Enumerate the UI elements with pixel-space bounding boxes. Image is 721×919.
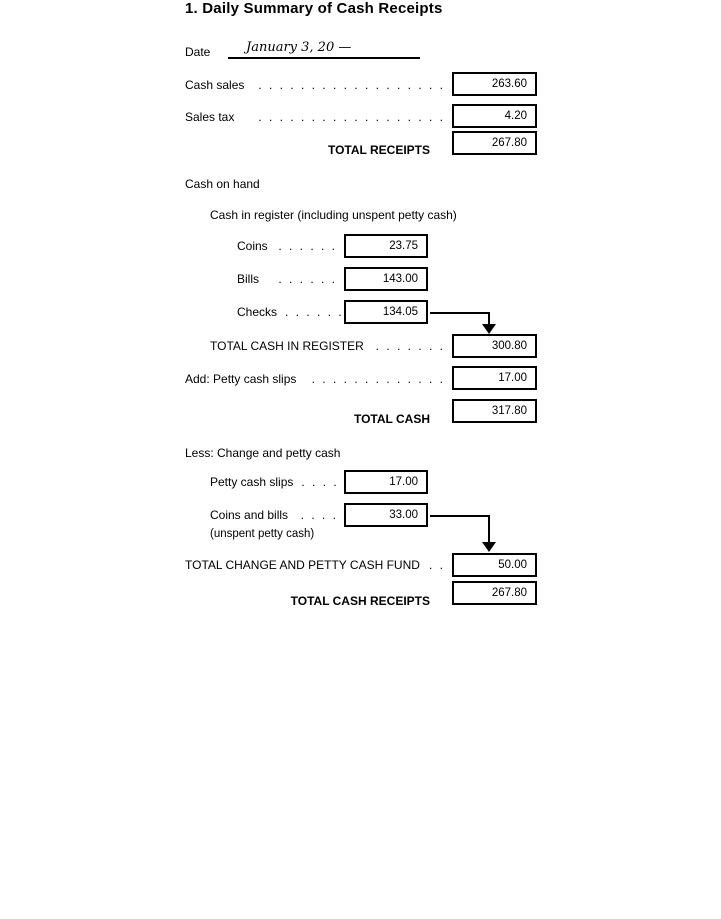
coins-value: 23.75 — [389, 240, 418, 252]
date-underline: January 3, 20 — — [228, 38, 420, 59]
less-change-heading: Less: Change and petty cash — [185, 446, 341, 460]
bills-value-box: 143.00 — [344, 267, 428, 291]
form-title: 1. Daily Summary of Cash Receipts — [185, 0, 443, 17]
total-cash-receipts-value-box: 267.80 — [452, 581, 537, 605]
petty-cash-slips-add-value-box: 17.00 — [452, 366, 537, 390]
checks-value: 134.05 — [382, 306, 418, 318]
bills-value: 143.00 — [382, 273, 418, 285]
petty-cash-slips-add-value: 17.00 — [498, 372, 527, 384]
coins-label: Coins — [237, 239, 268, 253]
coins-leader: . . . . . . — [278, 239, 337, 253]
coins-value-box: 23.75 — [344, 234, 428, 258]
cash-sales-leader: . . . . . . . . . . . . . . . . . . — [258, 78, 445, 92]
cash-on-hand-heading: Cash on hand — [185, 177, 260, 191]
row-petty-cash-slips: Petty cash slips . . . . — [210, 470, 338, 494]
date-label: Date — [185, 45, 211, 59]
date-value: January 3, 20 — — [246, 40, 352, 55]
checks-label: Checks — [237, 305, 278, 319]
row-total-change-fund: TOTAL CHANGE AND PETTY CASH FUND . . — [185, 553, 445, 577]
cash-sales-value: 263.60 — [491, 78, 527, 90]
checks-value-box: 134.05 — [344, 300, 428, 324]
petty-cash-slips-add-leader: . . . . . . . . . . . . . — [311, 372, 445, 386]
petty-cash-slips-add-label: Add: Petty cash slips — [185, 372, 297, 386]
coins-and-bills-leader: . . . . — [300, 508, 338, 522]
sales-tax-label: Sales tax — [185, 110, 235, 124]
total-cash-receipts-label: TOTAL CASH RECEIPTS — [290, 594, 430, 608]
row-sales-tax: Sales tax . . . . . . . . . . . . . . . … — [185, 105, 445, 129]
sales-tax-value-box: 4.20 — [452, 104, 537, 128]
total-cash-receipts-value: 267.80 — [491, 587, 527, 599]
total-cash-in-register-value-box: 300.80 — [452, 334, 537, 358]
row-total-cash-in-register: TOTAL CASH IN REGISTER . . . . . . . — [210, 334, 445, 358]
total-cash-in-register-value: 300.80 — [491, 340, 527, 352]
coins-and-bills-value: 33.00 — [389, 509, 418, 521]
row-bills: Bills . . . . . . — [237, 267, 337, 291]
total-cash-in-register-label: TOTAL CASH IN REGISTER — [210, 339, 364, 353]
sales-tax-value: 4.20 — [504, 110, 527, 122]
total-cash-label: TOTAL CASH — [353, 412, 430, 426]
sales-tax-leader: . . . . . . . . . . . . . . . . . . — [258, 110, 445, 124]
checks-leader: . . . . . . — [285, 305, 344, 319]
row-petty-cash-slips-add: Add: Petty cash slips . . . . . . . . . … — [185, 367, 445, 391]
bills-label: Bills — [237, 272, 260, 286]
row-coins: Coins . . . . . . — [237, 234, 337, 258]
arrow-coins-bills-to-total-change — [430, 515, 496, 552]
coins-and-bills-label: Coins and bills — [210, 508, 289, 522]
coins-and-bills-value-box: 33.00 — [344, 503, 428, 527]
row-checks: Checks . . . . . . — [237, 300, 342, 324]
total-cash-in-register-leader: . . . . . . . — [375, 339, 445, 353]
total-change-fund-leader: . . — [428, 558, 445, 572]
total-receipts-value: 267.80 — [491, 137, 527, 149]
total-cash-value: 317.80 — [491, 405, 527, 417]
cash-sales-value-box: 263.60 — [452, 72, 537, 96]
petty-cash-slips-leader: . . . . — [301, 475, 339, 489]
cash-sales-label: Cash sales — [185, 78, 245, 92]
unspent-petty-cash-sublabel: (unspent petty cash) — [210, 528, 315, 540]
total-change-fund-value-box: 50.00 — [452, 553, 537, 577]
bills-leader: . . . . . . — [278, 272, 337, 286]
row-coins-and-bills: Coins and bills . . . . — [210, 503, 338, 527]
cash-in-register-heading: Cash in register (including unspent pett… — [210, 208, 457, 222]
total-receipts-label: TOTAL RECEIPTS — [327, 143, 430, 157]
petty-cash-slips-value: 17.00 — [389, 476, 418, 488]
total-change-fund-value: 50.00 — [498, 559, 527, 571]
row-cash-sales: Cash sales . . . . . . . . . . . . . . .… — [185, 73, 445, 97]
total-receipts-value-box: 267.80 — [452, 131, 537, 155]
arrow-checks-to-total-register — [430, 312, 496, 334]
total-cash-value-box: 317.80 — [452, 399, 537, 423]
petty-cash-slips-label: Petty cash slips — [210, 475, 294, 489]
total-change-fund-label: TOTAL CHANGE AND PETTY CASH FUND — [185, 558, 420, 572]
petty-cash-slips-value-box: 17.00 — [344, 470, 428, 494]
